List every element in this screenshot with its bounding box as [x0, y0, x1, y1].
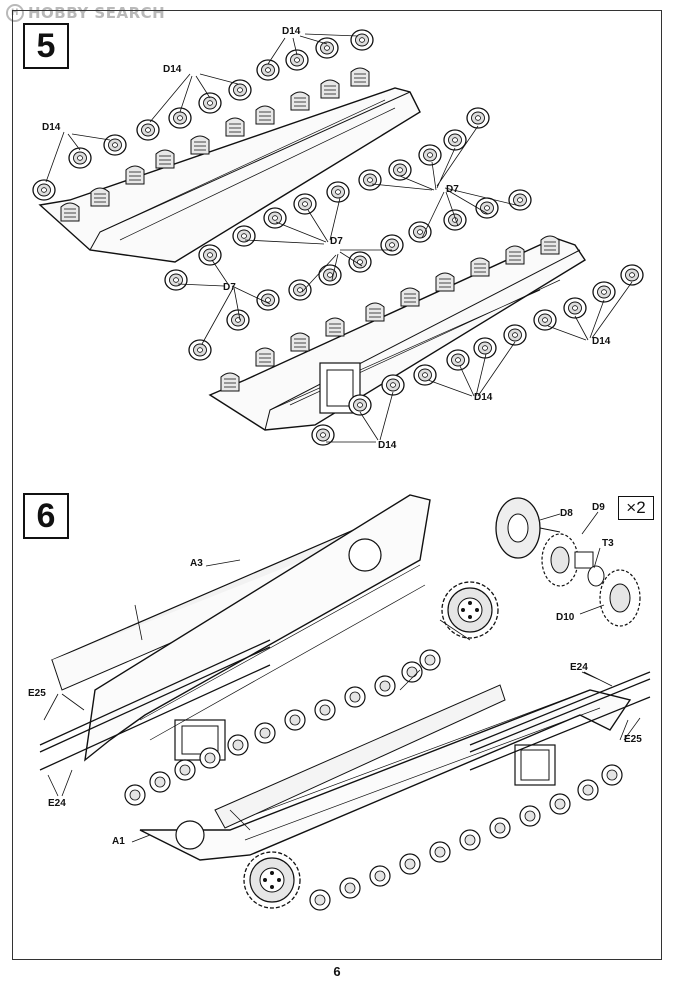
label-d14-right: D14: [592, 336, 611, 347]
watermark-text: HOBBY SEARCH: [28, 4, 166, 22]
step5-number: 5: [23, 23, 69, 69]
label-d10: D10: [556, 612, 575, 623]
watermark-badge: H: [6, 4, 24, 22]
step5-drawing: [38, 87, 586, 431]
label-e25-right: E25: [624, 734, 642, 745]
watermark: H HOBBY SEARCH: [6, 4, 165, 22]
label-d14-bottom: D14: [378, 440, 397, 451]
step5-leader-lines: [45, 33, 633, 443]
page-border: [12, 10, 662, 960]
step6-leader-lines: [43, 511, 641, 843]
label-d7-mid: D7: [330, 236, 343, 247]
step6-multiplier: ×2: [618, 496, 654, 520]
label-d8: D8: [560, 508, 573, 519]
step6-number: 6: [23, 493, 69, 539]
label-a3: A3: [190, 558, 203, 569]
step6-drawing: [39, 494, 651, 861]
label-d7-lower: D7: [223, 282, 236, 293]
label-d14-top: D14: [282, 26, 301, 37]
label-e24-left: E24: [48, 798, 66, 809]
label-d14-lower-right: D14: [474, 392, 493, 403]
label-e25-left: E25: [28, 688, 46, 699]
label-e24-right: E24: [570, 662, 588, 673]
label-t3: T3: [602, 538, 614, 549]
label-d9: D9: [592, 502, 605, 513]
label-a1: A1: [112, 836, 125, 847]
label-d7-center: D7: [446, 184, 459, 195]
label-d14-upper-left: D14: [163, 64, 182, 75]
page-number: 6: [333, 964, 341, 979]
step6-sprocket-detail: [495, 497, 641, 627]
label-d14-left: D14: [42, 122, 61, 133]
